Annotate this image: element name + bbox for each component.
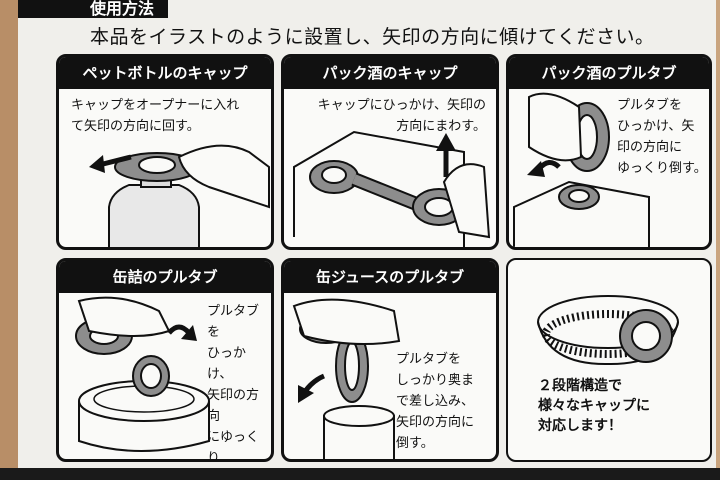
panel-title: 缶ジュースのプルタブ (284, 261, 496, 293)
canned-food-illustration (75, 296, 210, 452)
panel-carton-sake-cap: パック酒のキャップ キャップにひっかけ、矢印の 方向にまわす。 (281, 54, 499, 250)
panel-can-juice-pulltab: 缶ジュースのプルタブ プルタブを しっかり奥ま で差し込み、 矢印の方向に 倒す… (281, 258, 499, 462)
panel-title: パック酒のプルタブ (509, 57, 709, 89)
panel-pet-bottle-cap: ペットボトルのキャップ キャップをオープナーに入れ て矢印の方向に回す。 (56, 54, 274, 250)
panel-canned-food-pulltab: 缶詰のプルタブ プルタブを ひっかけ、 矢印の方向 にゆっくり 倒す。 (56, 258, 274, 462)
panel-title: ペットボトルのキャップ (59, 57, 271, 89)
panel-two-stage-structure: ２段階構造で 様々なキャップに 対応します！ (506, 258, 712, 462)
panel-carton-sake-pulltab: パック酒のプルタブ プルタブを ひっかけ、矢 印の方向に ゆっくり倒す。 (506, 54, 712, 250)
instruction-card: 使用方法 本品をイラストのように設置し、矢印の方向に傾けてください。 ペットボト… (18, 0, 716, 480)
usage-title: 使用方法 (18, 0, 168, 18)
bottom-edge (0, 468, 720, 480)
pet-bottle-illustration (89, 144, 270, 247)
can-juice-illustration (292, 298, 401, 459)
instruction-text: 本品をイラストのように設置し、矢印の方向に傾けてください。 (90, 26, 655, 48)
panel-description: ２段階構造で 様々なキャップに 対応します！ (538, 378, 650, 434)
panel-title: 缶詰のプルタブ (59, 261, 271, 293)
background-edge (0, 0, 18, 480)
panel-title: パック酒のキャップ (284, 57, 496, 89)
two-stage-opener-illustration (537, 295, 679, 366)
panel-description: キャップをオープナーに入れ て矢印の方向に回す。 (71, 98, 240, 134)
carton-cap-illustration (293, 130, 491, 247)
panel-description: プルタブを しっかり奥ま で差し込み、 矢印の方向に 倒す。 (396, 352, 475, 451)
panel-description: キャップにひっかけ、矢印の 方向にまわす。 (317, 98, 486, 134)
panel-description: プルタブを ひっかけ、矢 印の方向に ゆっくり倒す。 (617, 98, 707, 176)
panel-description: プルタブを ひっかけ、 矢印の方向 にゆっくり 倒す。 (207, 304, 260, 462)
carton-pulltab-illustration (513, 92, 650, 247)
